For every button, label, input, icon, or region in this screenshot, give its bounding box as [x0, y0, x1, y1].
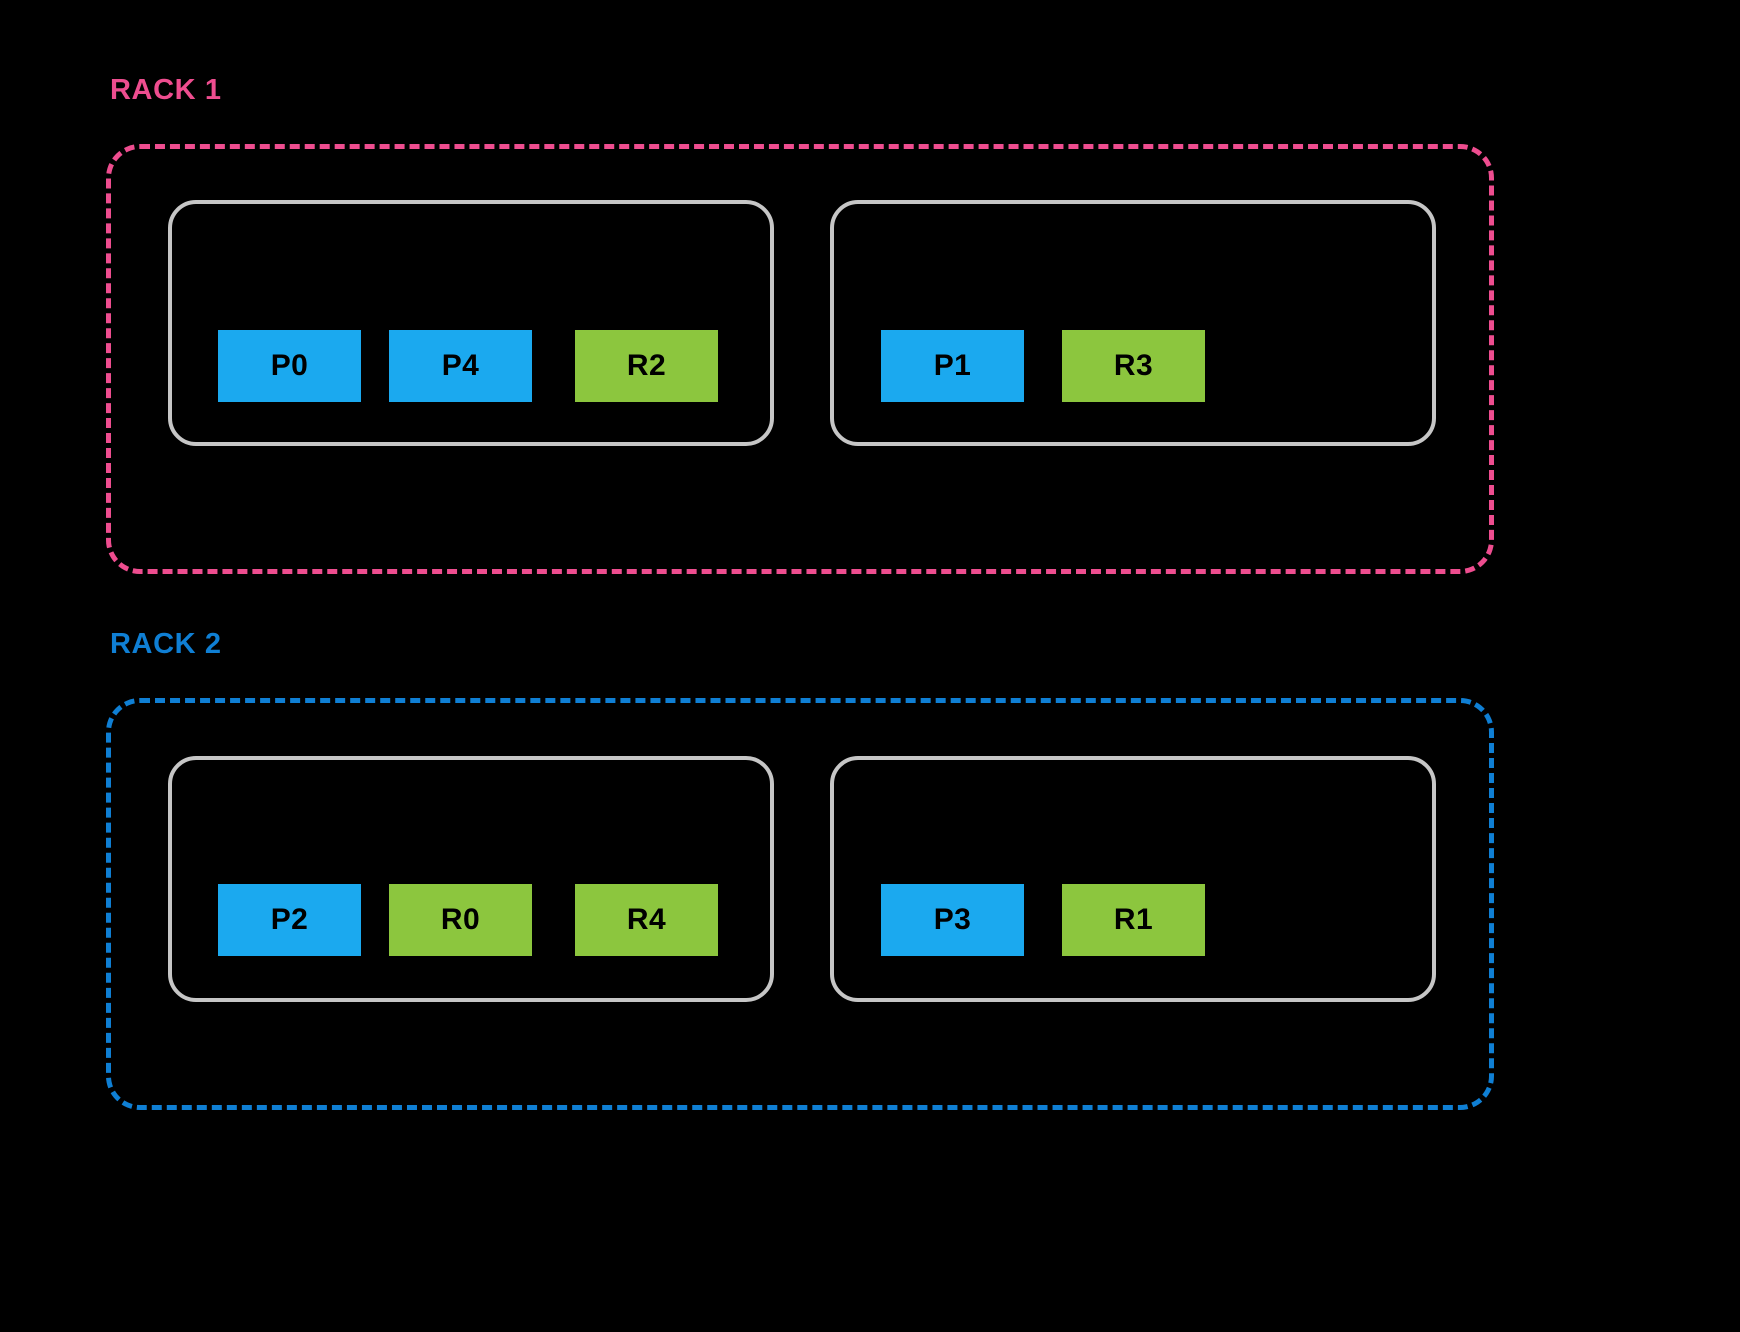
primary-shard-p1[interactable]: P1	[881, 330, 1024, 402]
node-container-2-2	[830, 756, 1436, 1002]
primary-shard-p2[interactable]: P2	[218, 884, 361, 956]
replica-shard-r1[interactable]: R1	[1062, 884, 1205, 956]
replica-shard-r0[interactable]: R0	[389, 884, 532, 956]
replica-shard-r3[interactable]: R3	[1062, 330, 1205, 402]
replica-shard-r2[interactable]: R2	[575, 330, 718, 402]
primary-shard-p0[interactable]: P0	[218, 330, 361, 402]
primary-shard-p4[interactable]: P4	[389, 330, 532, 402]
rack-boundary-1	[106, 144, 1494, 574]
rack-boundary-2	[106, 698, 1494, 1110]
rack-label-2: RACK 2	[110, 628, 222, 660]
node-container-1-1	[168, 200, 774, 446]
rack-label-1: RACK 1	[110, 74, 222, 106]
replica-shard-r4[interactable]: R4	[575, 884, 718, 956]
node-container-2-1	[168, 756, 774, 1002]
node-container-1-2	[830, 200, 1436, 446]
primary-shard-p3[interactable]: P3	[881, 884, 1024, 956]
